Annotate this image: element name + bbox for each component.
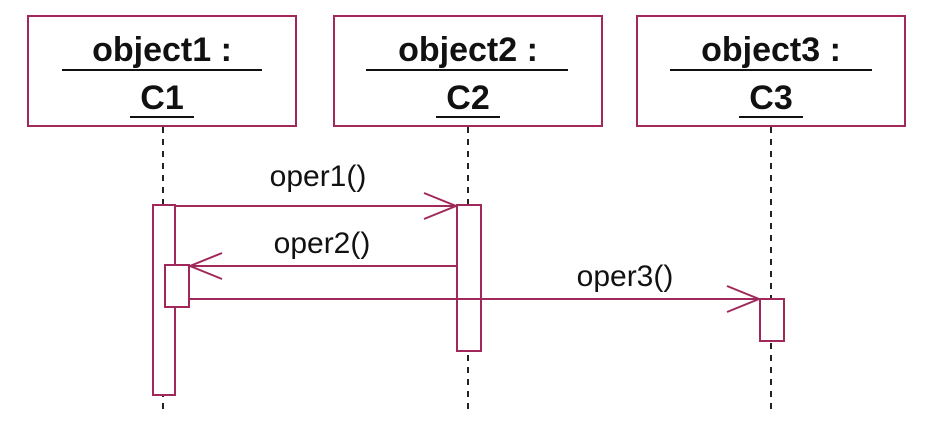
message-label-oper1: oper1() <box>270 160 367 193</box>
object-class-2: C2 <box>446 79 489 117</box>
message-label-oper2: oper2() <box>274 227 371 260</box>
object-box-1: object1 : C1 <box>27 15 297 127</box>
message-label-oper3: oper3() <box>577 260 674 293</box>
message-oper1: oper1() <box>175 160 459 220</box>
message-oper2: oper2() <box>187 227 457 280</box>
activation-bar-object2 <box>456 204 482 352</box>
message-oper3: oper3() <box>189 260 762 313</box>
arrowhead-oper1 <box>423 192 459 220</box>
object-class-3: C3 <box>749 79 792 117</box>
arrowhead-oper3 <box>726 285 762 313</box>
object-box-3: object3 : C3 <box>636 15 906 127</box>
object-class-1: C1 <box>140 79 183 117</box>
activation-bar-object3 <box>759 298 785 342</box>
object-name-1: object1 : <box>92 31 232 69</box>
object-name-3: object3 : <box>701 31 841 69</box>
arrowhead-oper2 <box>187 252 223 280</box>
activation-bar-object1-nested <box>164 264 190 308</box>
object-box-2: object2 : C2 <box>333 15 603 127</box>
object-name-2: object2 : <box>398 31 538 69</box>
